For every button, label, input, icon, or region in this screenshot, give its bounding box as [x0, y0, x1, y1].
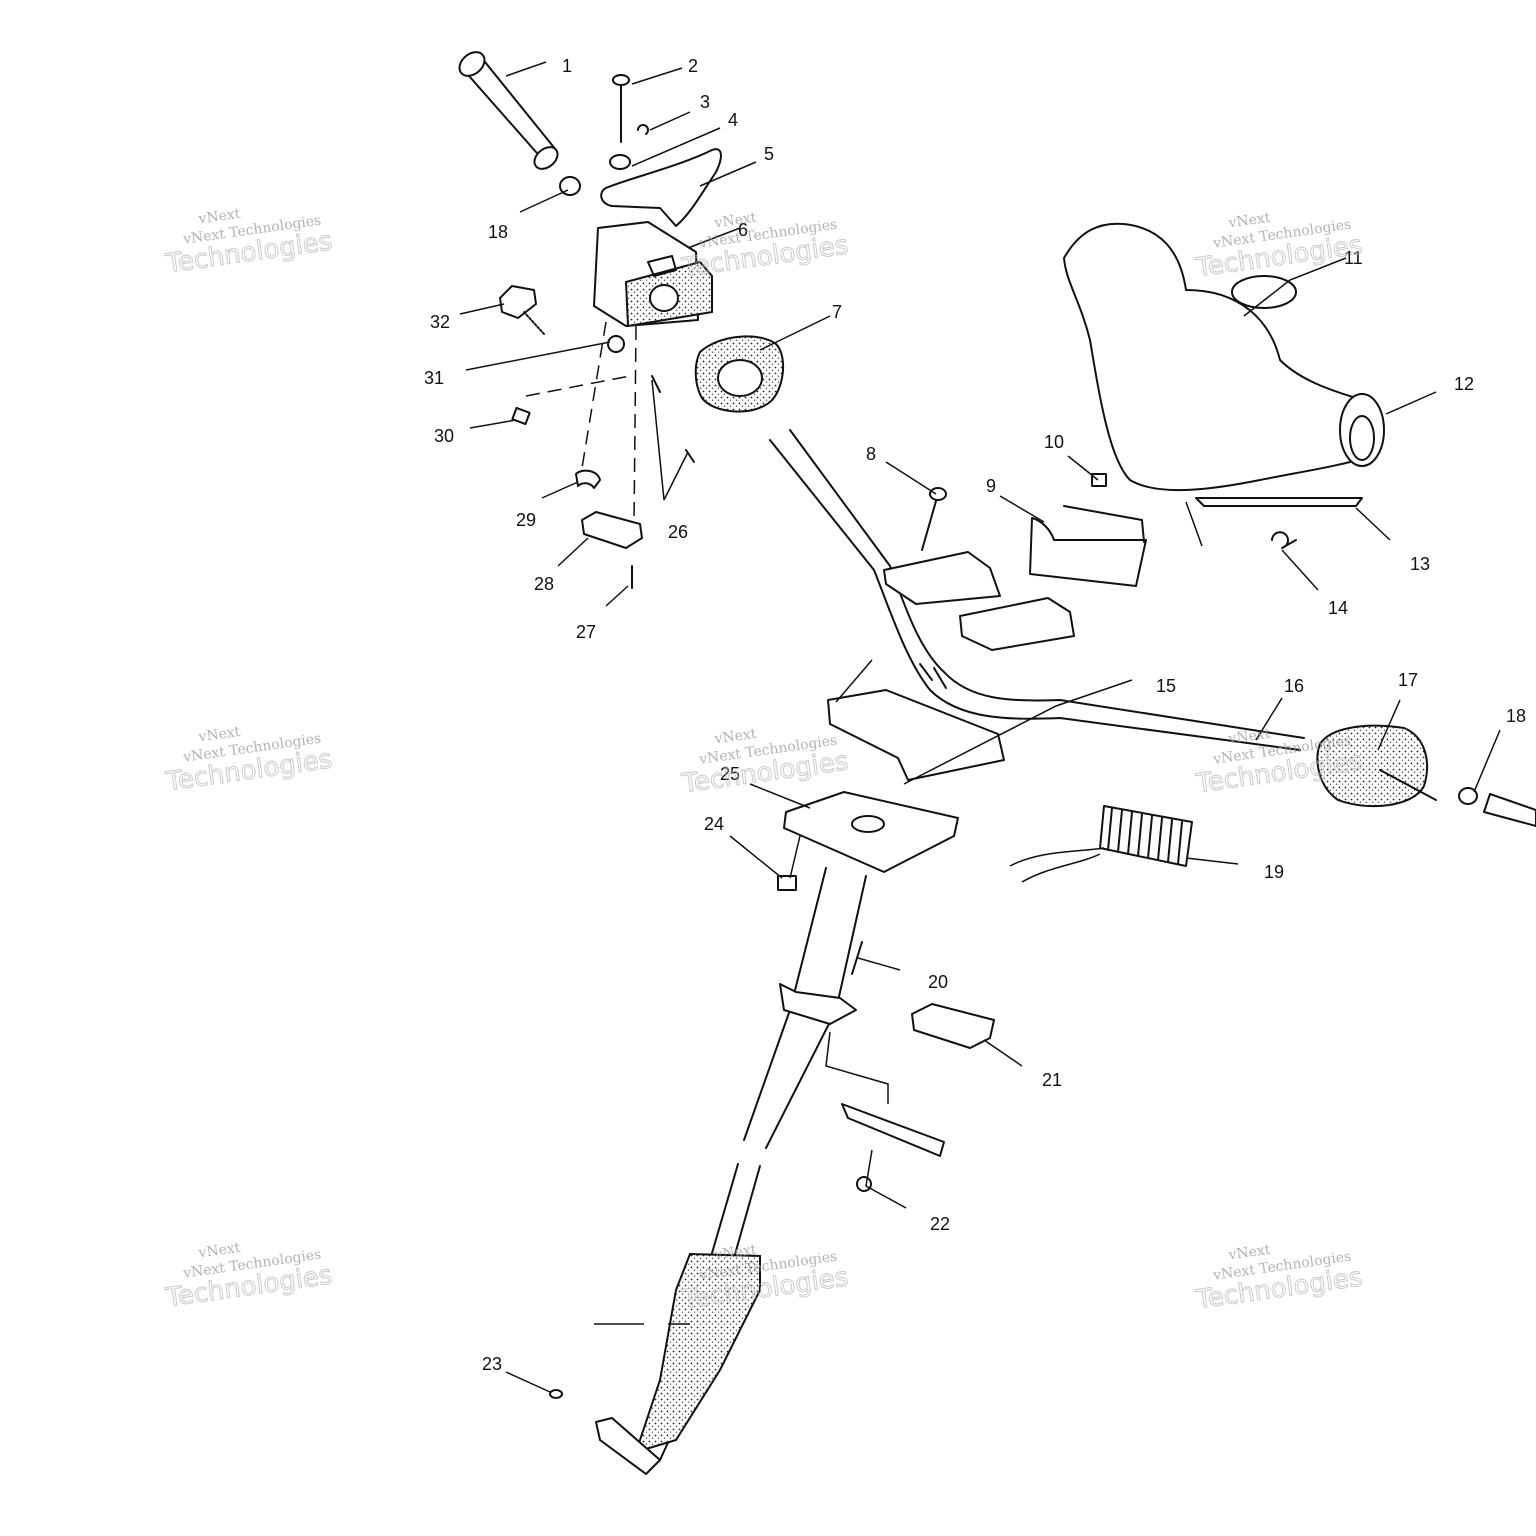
callout-24: 24: [704, 814, 724, 834]
assembly-line: [581, 321, 607, 469]
callout-6: 6: [738, 220, 748, 240]
leader-lines: [459, 61, 1501, 1393]
callout-3: 3: [700, 92, 710, 112]
callout-30: 30: [434, 426, 454, 446]
grip-part: [1483, 793, 1536, 827]
assembly-line: [825, 1031, 889, 1104]
callout-10: 10: [1044, 432, 1064, 452]
callout-5: 5: [764, 144, 774, 164]
hook-clip-part: [1271, 531, 1297, 549]
watermark-word: vNext: [197, 724, 242, 746]
throttle-housing-part: [593, 221, 713, 328]
right-control-part: [1316, 724, 1437, 808]
watermark: vNext vNext Technologies Technologies: [1193, 1242, 1365, 1316]
handlebar-clamp-part: [827, 551, 1075, 781]
callout-28: 28: [534, 574, 554, 594]
callout-12: 12: [1454, 374, 1474, 394]
spring-part: [1009, 805, 1193, 883]
callout-29: 29: [516, 510, 536, 530]
hex-nut-part: [1091, 473, 1107, 487]
retainer-clip-part: [575, 469, 601, 489]
watermark-word: vNext: [713, 726, 758, 748]
grip-part: [458, 51, 559, 170]
watermark: vNext vNext Technologies Technologies: [163, 206, 335, 280]
clamp-bolt-part: [921, 493, 939, 551]
screw-part: [651, 375, 661, 393]
bar-knurl: [919, 663, 947, 689]
assembly-line: [633, 325, 637, 525]
callout-25: 25: [720, 764, 740, 784]
callout-19: 19: [1264, 862, 1284, 882]
watermark: vNext vNext Technologies Technologies: [679, 1242, 851, 1316]
callout-27: 27: [576, 622, 596, 642]
clip-part: [637, 124, 649, 135]
callout-23: 23: [482, 1354, 502, 1374]
callout-14: 14: [1328, 598, 1348, 618]
callout-8: 8: [866, 444, 876, 464]
callout-20: 20: [928, 972, 948, 992]
watermark-word: vNext: [713, 1242, 758, 1264]
watermark-word: vNext: [1227, 1242, 1272, 1264]
cotter-pin-part: [549, 1389, 563, 1399]
watermark-word: vNext: [197, 206, 242, 228]
callout-32: 32: [430, 312, 450, 332]
clamp-outline: [903, 679, 1133, 785]
nut-part: [511, 406, 531, 426]
callout-labels: 1 2 3 4 5 6 7 8 9 10 11 12 13 14 15 16 1…: [424, 56, 1526, 1374]
washer-part: [609, 154, 631, 170]
nut-part: [856, 1176, 872, 1192]
watermark-word: vNext: [1227, 210, 1272, 232]
watermark-word: vNext: [197, 1240, 242, 1262]
mount-bracket-part: [1029, 505, 1147, 587]
post-collar-part: [779, 983, 857, 1025]
callout-2: 2: [688, 56, 698, 76]
callout-17: 17: [1398, 670, 1418, 690]
callout-1: 1: [562, 56, 572, 76]
adjuster-screw-part: [499, 285, 545, 335]
callout-31: 31: [424, 368, 444, 388]
ball-part: [607, 335, 625, 353]
watermark: vNext vNext Technologies Technologies: [163, 724, 335, 798]
handlebar-part: [769, 429, 1305, 751]
callout-21: 21: [1042, 1070, 1062, 1090]
pin-part: [841, 1103, 945, 1157]
throttle-lever-part: [600, 148, 722, 227]
end-plug-part: [559, 176, 581, 196]
callout-15: 15: [1156, 676, 1176, 696]
watermark: vNext vNext Technologies Technologies: [679, 726, 851, 800]
watermark: vNext vNext Technologies Technologies: [1193, 210, 1365, 284]
handlebar-cover-part: [1063, 222, 1385, 492]
screw-part: [851, 941, 863, 975]
hex-nut-part: [777, 875, 797, 891]
watermark-word: vNext: [713, 210, 758, 232]
callout-7: 7: [832, 302, 842, 322]
end-plug-part: [1458, 787, 1478, 805]
steering-arm-part: [595, 1252, 761, 1475]
assembly-line: [525, 375, 631, 397]
steering-plate-part: [783, 791, 959, 873]
callout-13: 13: [1410, 554, 1430, 574]
callout-18-left: 18: [488, 222, 508, 242]
cover-plate-part: [581, 511, 643, 549]
watermark: vNext vNext Technologies Technologies: [163, 1240, 335, 1314]
callout-4: 4: [728, 110, 738, 130]
switch-ring-part: [694, 335, 785, 413]
watermark: vNext vNext Technologies Technologies: [679, 210, 851, 284]
callout-16: 16: [1284, 676, 1304, 696]
callout-11: 11: [1344, 248, 1363, 268]
screw-part: [685, 449, 695, 463]
callout-9: 9: [986, 476, 996, 496]
bolt-head: [929, 487, 947, 501]
callout-18-right: 18: [1506, 706, 1526, 726]
callout-26: 26: [668, 522, 688, 542]
pivot-pin-part: [612, 74, 630, 143]
watermark-word: vNext: [1227, 726, 1272, 748]
callout-22: 22: [930, 1214, 950, 1234]
strip-part: [1195, 497, 1363, 507]
bracket-part: [911, 1003, 995, 1049]
